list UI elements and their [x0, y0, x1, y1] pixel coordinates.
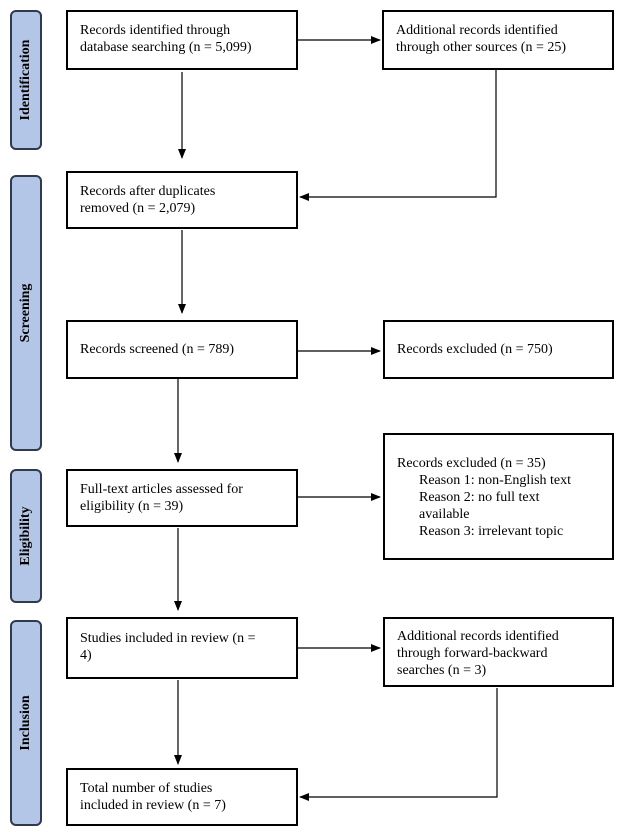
phase-screening: Screening: [10, 175, 42, 451]
box-fulltext-assessed: Full-text articles assessed for eligibil…: [66, 469, 298, 527]
phase-identification: Identification: [10, 10, 42, 150]
box-text: through forward-backward: [397, 646, 548, 661]
phase-screening-label: Screening: [18, 283, 33, 343]
box-total-studies: Total number of studies included in revi…: [66, 768, 298, 826]
arrow-other-to-dedup: [299, 70, 497, 201]
box-records-excluded-screening: Records excluded (n = 750): [383, 320, 614, 379]
box-records-screened: Records screened (n = 789): [66, 320, 298, 379]
box-other-sources: Additional records identified through ot…: [382, 10, 614, 70]
box-after-duplicates: Records after duplicates removed (n = 2,…: [66, 171, 298, 229]
phase-eligibility-label: Eligibility: [18, 506, 33, 566]
box-text: Additional records identified: [397, 629, 559, 644]
reason-3: Reason 3: irrelevant topic: [419, 524, 564, 539]
box-text: Records identified through: [80, 23, 231, 38]
box-studies-included: Studies included in review (n = 4): [66, 617, 298, 679]
box-text: eligibility (n = 39): [80, 499, 184, 514]
box-text: removed (n = 2,079): [80, 201, 196, 216]
box-text: Records excluded (n = 750): [397, 342, 553, 357]
box-text: through other sources (n = 25): [396, 40, 567, 55]
box-text: Records after duplicates: [80, 184, 216, 199]
reason-2-continued: available: [419, 507, 470, 522]
box-records-excluded-fulltext: Records excluded (n = 35) Reason 1: non-…: [383, 433, 614, 560]
box-text: searches (n = 3): [397, 663, 487, 678]
phase-inclusion: Inclusion: [10, 620, 42, 826]
box-text: Full-text articles assessed for: [80, 482, 243, 497]
box-text: Additional records identified: [396, 23, 558, 38]
box-text: Records screened (n = 789): [80, 342, 235, 357]
phase-inclusion-label: Inclusion: [18, 695, 33, 751]
box-database-search: Records identified through database sear…: [66, 10, 298, 70]
phase-identification-label: Identification: [18, 39, 33, 121]
box-text: database searching (n = 5,099): [80, 40, 252, 55]
box-forward-backward: Additional records identified through fo…: [383, 617, 614, 687]
box-text: included in review (n = 7): [80, 798, 226, 813]
box-text: Records excluded (n = 35): [397, 456, 546, 471]
box-text: 4): [80, 648, 92, 663]
reason-1: Reason 1: non-English text: [419, 473, 572, 488]
phase-eligibility: Eligibility: [10, 469, 42, 603]
box-text: Studies included in review (n =: [80, 631, 256, 646]
reason-2: Reason 2: no full text: [419, 490, 540, 505]
box-text: Total number of studies: [80, 781, 213, 796]
arrow-forward-to-total: [299, 688, 498, 801]
